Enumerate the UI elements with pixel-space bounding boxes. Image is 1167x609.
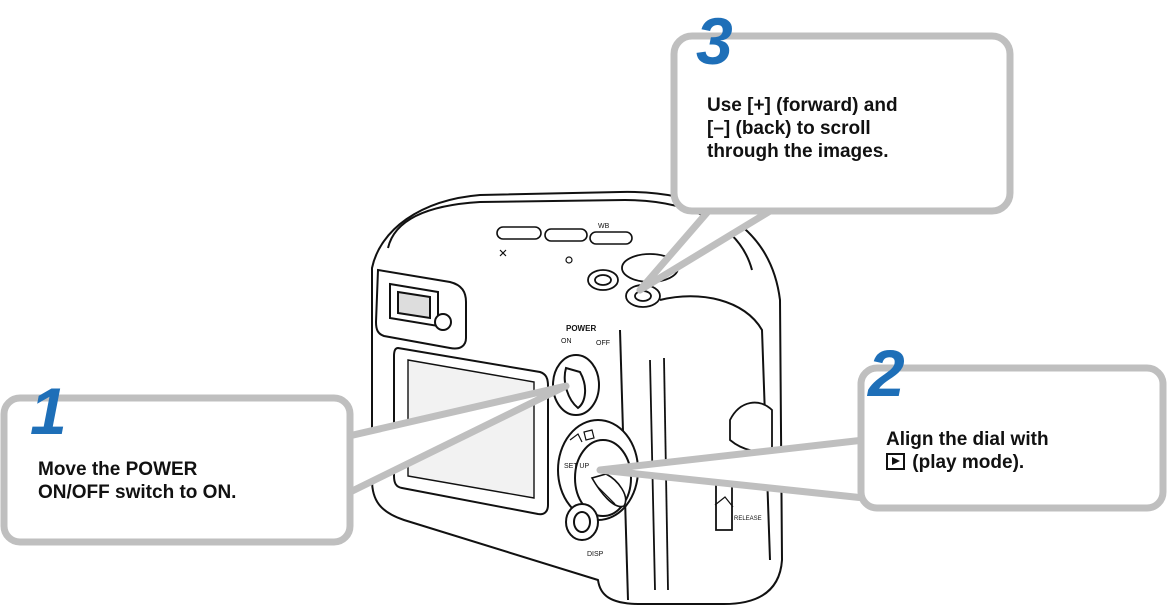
callout-2 — [596, 364, 1167, 512]
dial-setup-label: SET UP — [564, 463, 589, 470]
flash-button — [496, 226, 542, 240]
diopter-dial — [434, 313, 452, 331]
disp-label: DISP — [587, 551, 604, 558]
macro-button — [544, 228, 588, 242]
callout-3-box — [670, 32, 1014, 215]
callout-3-pointer — [636, 197, 782, 294]
power-label: POWER — [566, 324, 596, 333]
callout-1 — [0, 382, 570, 546]
step-1-line-1: Move the POWER — [38, 459, 198, 480]
wb-button — [589, 231, 633, 245]
callout-2-box — [857, 364, 1167, 512]
camera-side-edge — [659, 295, 771, 561]
step-3-line-1: Use [+] (forward) and — [707, 95, 898, 116]
step-2-text: Align the dial with (play mode). — [886, 428, 1049, 474]
power-switch: POWER ON OFF — [552, 324, 610, 416]
power-off-label: OFF — [596, 340, 610, 347]
viewfinder — [374, 268, 467, 350]
step-2-line-2: (play mode). — [912, 452, 1025, 473]
step-3-line-3: through the images. — [707, 141, 889, 162]
release-label: RELEASE — [734, 516, 762, 522]
step-3-line-2: [–] (back) to scroll — [707, 118, 871, 139]
disp-button: DISP — [565, 503, 604, 558]
step-2-number: 2 — [868, 336, 905, 410]
step-1-text: Move the POWER ON/OFF switch to ON. — [38, 458, 236, 504]
step-2-line-2-wrap: (play mode). — [886, 451, 1049, 474]
step-3-text: Use [+] (forward) and [–] (back) to scro… — [707, 94, 898, 163]
step-3-number: 3 — [696, 4, 733, 78]
play-mode-icon — [886, 453, 905, 470]
power-on-label: ON — [561, 338, 572, 345]
callout-2-pointer — [596, 436, 865, 502]
step-1-line-2: ON/OFF switch to ON. — [38, 482, 237, 503]
callout-1-pointer — [313, 382, 570, 502]
step-1-number: 1 — [30, 374, 67, 448]
callout-1-box — [0, 394, 354, 546]
top-buttons: WB — [496, 223, 633, 264]
wb-button-label: WB — [598, 223, 610, 230]
step-2-line-1: Align the dial with — [886, 429, 1049, 450]
callout-3 — [636, 32, 1014, 294]
